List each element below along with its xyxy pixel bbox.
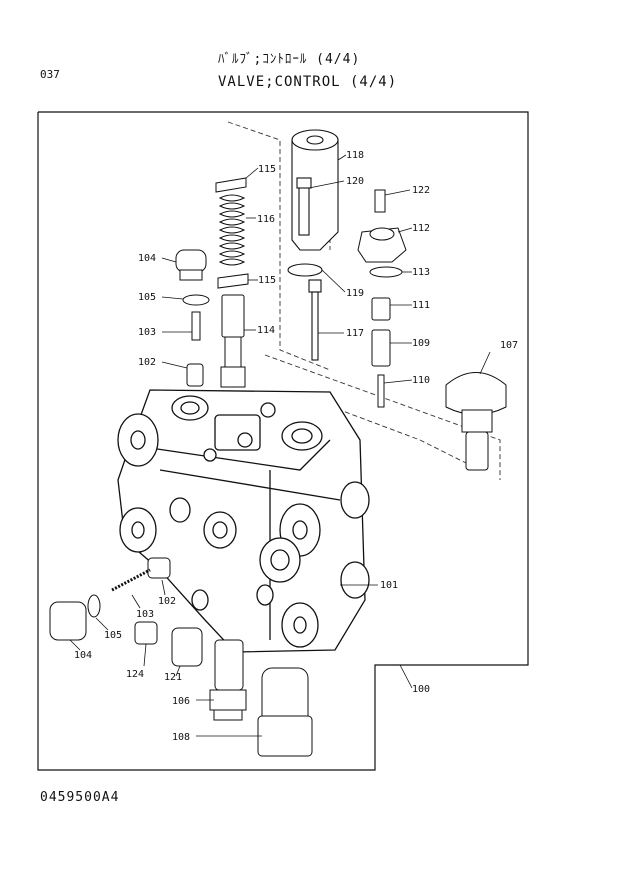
part-label: 101	[380, 580, 398, 591]
part-label: 110	[412, 375, 430, 386]
part-label: 117	[346, 328, 364, 339]
page-title-japanese: ﾊﾞﾙﾌﾞ;ｺﾝﾄﾛｰﾙ (4/4)	[218, 52, 361, 67]
part-label: 108	[172, 732, 190, 743]
plug-104-upper	[175, 249, 210, 387]
page-number: 037	[40, 68, 60, 81]
part-label: 112	[412, 223, 430, 234]
part-label: 115	[258, 275, 276, 286]
part-label: 100	[412, 684, 430, 695]
part-label: 114	[257, 325, 275, 336]
part-labels: 115 116 118 120 122 112 104 115 105 113 …	[74, 150, 518, 743]
part-label: 113	[412, 267, 430, 278]
valve-body	[117, 389, 370, 653]
part-label: 107	[500, 340, 518, 351]
leader-lines	[69, 154, 491, 737]
cover-112	[357, 189, 407, 408]
assembly-boundary	[37, 111, 529, 771]
part-label: 111	[412, 300, 430, 311]
part-label: 109	[412, 338, 430, 349]
part-label: 105	[104, 630, 122, 641]
part-label: 121	[164, 672, 182, 683]
part-label: 102	[138, 357, 156, 368]
housing-118	[287, 129, 339, 361]
part-label: 120	[346, 176, 364, 187]
part-label: 104	[138, 253, 156, 264]
part-label: 124	[126, 669, 144, 680]
document-code: 0459500A4	[40, 790, 120, 805]
spool-stack	[215, 177, 249, 388]
part-label: 122	[412, 185, 430, 196]
part-label: 118	[346, 150, 364, 161]
part-label: 105	[138, 292, 156, 303]
part-label: 115	[258, 164, 276, 175]
part-label: 103	[136, 609, 154, 620]
relief-valve-107	[445, 372, 507, 471]
part-label: 103	[138, 327, 156, 338]
part-label: 116	[257, 214, 275, 225]
part-label: 104	[74, 650, 92, 661]
page-title: VALVE;CONTROL (4/4)	[218, 74, 398, 90]
part-label: 106	[172, 696, 190, 707]
part-label: 119	[346, 288, 364, 299]
lower-parts	[49, 557, 313, 757]
part-label: 102	[158, 596, 176, 607]
